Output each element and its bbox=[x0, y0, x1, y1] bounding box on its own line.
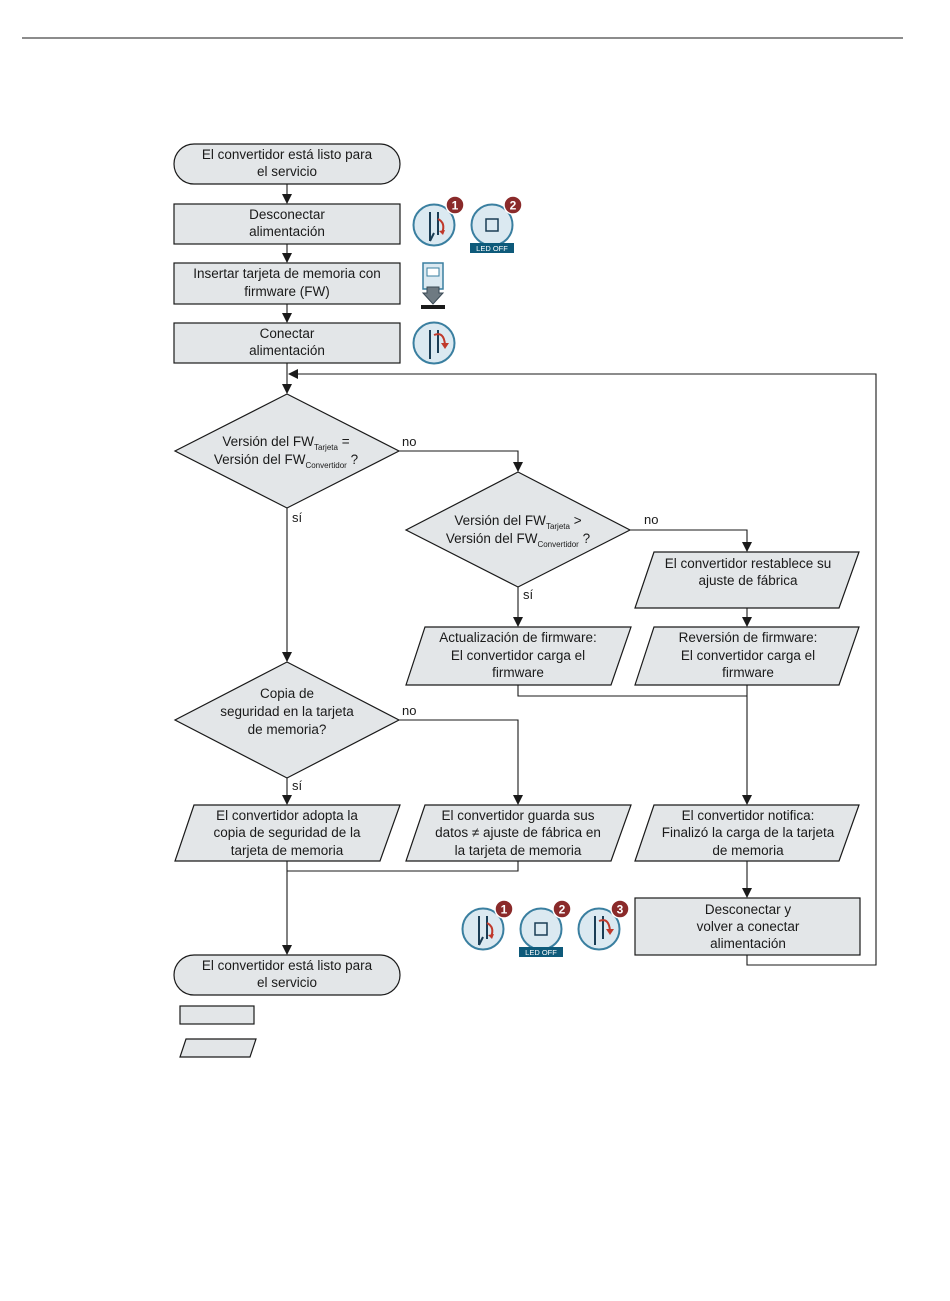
factory-reset-line-1: El convertidor restablece su bbox=[665, 556, 832, 571]
legend-process-shape bbox=[179, 1038, 257, 1058]
insert-card-line-1: Insertar tarjeta de memoria con bbox=[193, 266, 381, 281]
start-terminal-line-1: El convertidor está listo para bbox=[202, 147, 373, 162]
adopt-backup-line-2: copia de seguridad de la bbox=[213, 825, 361, 840]
svg-text:2: 2 bbox=[559, 903, 566, 917]
notify-line-3: de memoria bbox=[712, 843, 784, 858]
branch-label-si: sí bbox=[292, 778, 303, 793]
firmware-update-line-2: El convertidor carga el bbox=[451, 648, 585, 663]
firmware-reversion-step: Reversión de firmware: El convertidor ca… bbox=[634, 626, 860, 686]
step-2-badge: 2 bbox=[552, 899, 572, 919]
power-cycle-line-3: alimentación bbox=[710, 936, 786, 951]
svg-text:3: 3 bbox=[617, 903, 624, 917]
insert-card-line-2: firmware (FW) bbox=[244, 284, 329, 299]
end-terminal-line-2: el servicio bbox=[257, 975, 317, 990]
adopt-backup-line-1: El convertidor adopta la bbox=[216, 808, 358, 823]
notify-line-1: El convertidor notifica: bbox=[682, 808, 815, 823]
power-switch-on-icon bbox=[412, 321, 456, 365]
factory-reset-line-2: ajuste de fábrica bbox=[698, 573, 798, 588]
notify-line-2: Finalizó la carga de la tarjeta bbox=[662, 825, 835, 840]
power-switch-off-icon bbox=[412, 203, 456, 247]
decision-backup-line-1: Copia de bbox=[260, 686, 314, 701]
led-off-label: LED OFF bbox=[476, 244, 508, 253]
power-off-line-1: Desconectar bbox=[249, 207, 325, 222]
step-3-badge: 3 bbox=[610, 899, 630, 919]
save-data-line-3: la tarjeta de memoria bbox=[455, 843, 582, 858]
save-data-line-1: El convertidor guarda sus bbox=[441, 808, 594, 823]
svg-text:1: 1 bbox=[501, 903, 508, 917]
branch-label-si: sí bbox=[292, 510, 303, 525]
power-switch-off-icon bbox=[461, 907, 505, 951]
led-off-label-bg bbox=[519, 947, 563, 957]
adopt-backup-line-3: tarjeta de memoria bbox=[231, 843, 344, 858]
end-terminal: El convertidor está listo para el servic… bbox=[173, 954, 401, 996]
firmware-update-step: Actualización de firmware: El convertido… bbox=[405, 626, 632, 686]
legend-action-shape bbox=[179, 1005, 255, 1025]
firmware-update-line-1: Actualización de firmware: bbox=[439, 630, 597, 645]
svg-text:2: 2 bbox=[510, 199, 517, 213]
decision-backup-line-3: de memoria? bbox=[248, 722, 327, 737]
led-off-label: LED OFF bbox=[525, 948, 557, 957]
branch-label-no: no bbox=[644, 512, 658, 527]
adopt-backup-step: El convertidor adopta la copia de seguri… bbox=[174, 804, 401, 862]
power-on-line-1: Conectar bbox=[260, 326, 315, 341]
decision-fw-equal: Versión del FWTarjeta = Versión del FWCo… bbox=[173, 393, 401, 509]
power-off-line-2: alimentación bbox=[249, 224, 325, 239]
branch-label-no: no bbox=[402, 703, 416, 718]
step-1-badge: 1 bbox=[494, 899, 514, 919]
step-1-badge: 1 bbox=[445, 195, 465, 215]
power-cycle-step: Desconectar y volver a conectar alimenta… bbox=[634, 897, 861, 956]
decision-fw-greater: Versión del FWTarjeta > Versión del FWCo… bbox=[404, 471, 632, 588]
firmware-update-line-3: firmware bbox=[492, 665, 544, 680]
firmware-reversion-line-2: El convertidor carga el bbox=[681, 648, 815, 663]
decision-fw-greater-line-2: Versión del FWConvertidor ? bbox=[446, 531, 590, 549]
decision-fw-equal-line-1: Versión del FWTarjeta = bbox=[222, 434, 349, 452]
branch-label-si: sí bbox=[523, 587, 534, 602]
power-switch-on-icon bbox=[577, 907, 621, 951]
memory-card-insert-icon bbox=[421, 262, 445, 309]
power-on-line-2: alimentación bbox=[249, 343, 325, 358]
decision-backup: Copia de seguridad en la tarjeta de memo… bbox=[173, 661, 401, 779]
svg-text:1: 1 bbox=[452, 199, 459, 213]
insert-card-step: Insertar tarjeta de memoria con firmware… bbox=[173, 262, 401, 305]
start-terminal-line-2: el servicio bbox=[257, 164, 317, 179]
end-terminal-line-1: El convertidor está listo para bbox=[202, 958, 373, 973]
power-off-step: Desconectar alimentación bbox=[173, 203, 401, 245]
decision-backup-line-2: seguridad en la tarjeta bbox=[220, 704, 354, 719]
led-off-label-bg bbox=[470, 243, 514, 253]
firmware-reversion-line-3: firmware bbox=[722, 665, 774, 680]
start-terminal: El convertidor está listo para el servic… bbox=[173, 143, 401, 185]
connectors bbox=[282, 184, 877, 966]
firmware-reversion-line-1: Reversión de firmware: bbox=[679, 630, 818, 645]
factory-reset-step: El convertidor restablece su ajuste de f… bbox=[634, 551, 860, 609]
save-data-step: El convertidor guarda sus datos ≠ ajuste… bbox=[405, 804, 632, 862]
decision-fw-equal-line-2: Versión del FWConvertidor ? bbox=[214, 452, 358, 470]
branch-label-no: no bbox=[402, 434, 416, 449]
power-cycle-line-1: Desconectar y bbox=[705, 902, 792, 917]
decision-fw-greater-line-1: Versión del FWTarjeta > bbox=[454, 513, 581, 531]
notify-step: El convertidor notifica: Finalizó la car… bbox=[634, 804, 860, 862]
power-cycle-line-2: volver a conectar bbox=[697, 919, 800, 934]
power-on-step: Conectar alimentación bbox=[173, 322, 401, 364]
step-2-badge: 2 bbox=[503, 195, 523, 215]
save-data-line-2: datos ≠ ajuste de fábrica en bbox=[435, 825, 601, 840]
